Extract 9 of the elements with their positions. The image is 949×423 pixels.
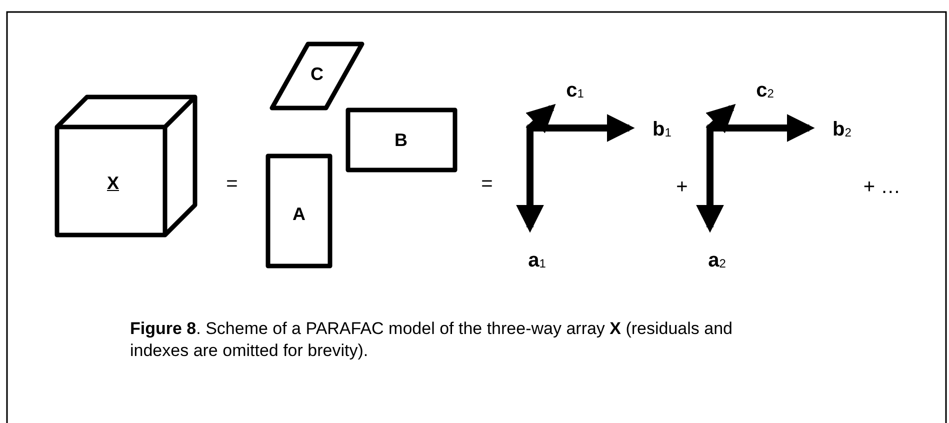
- plus-sign: + …: [863, 176, 901, 198]
- plus-sign: +: [676, 176, 688, 198]
- matrix-label: C: [310, 64, 324, 84]
- matrix-label: X: [107, 173, 119, 193]
- equals-sign: =: [481, 173, 493, 195]
- equals-sign: =: [226, 173, 238, 195]
- figure-caption: Figure 8. Scheme of a PARAFAC model of the three-way array X (residuals and indexes are omitted for brevity).: [130, 318, 734, 362]
- matrix-label: B: [394, 130, 408, 150]
- matrix-label: A: [292, 204, 306, 224]
